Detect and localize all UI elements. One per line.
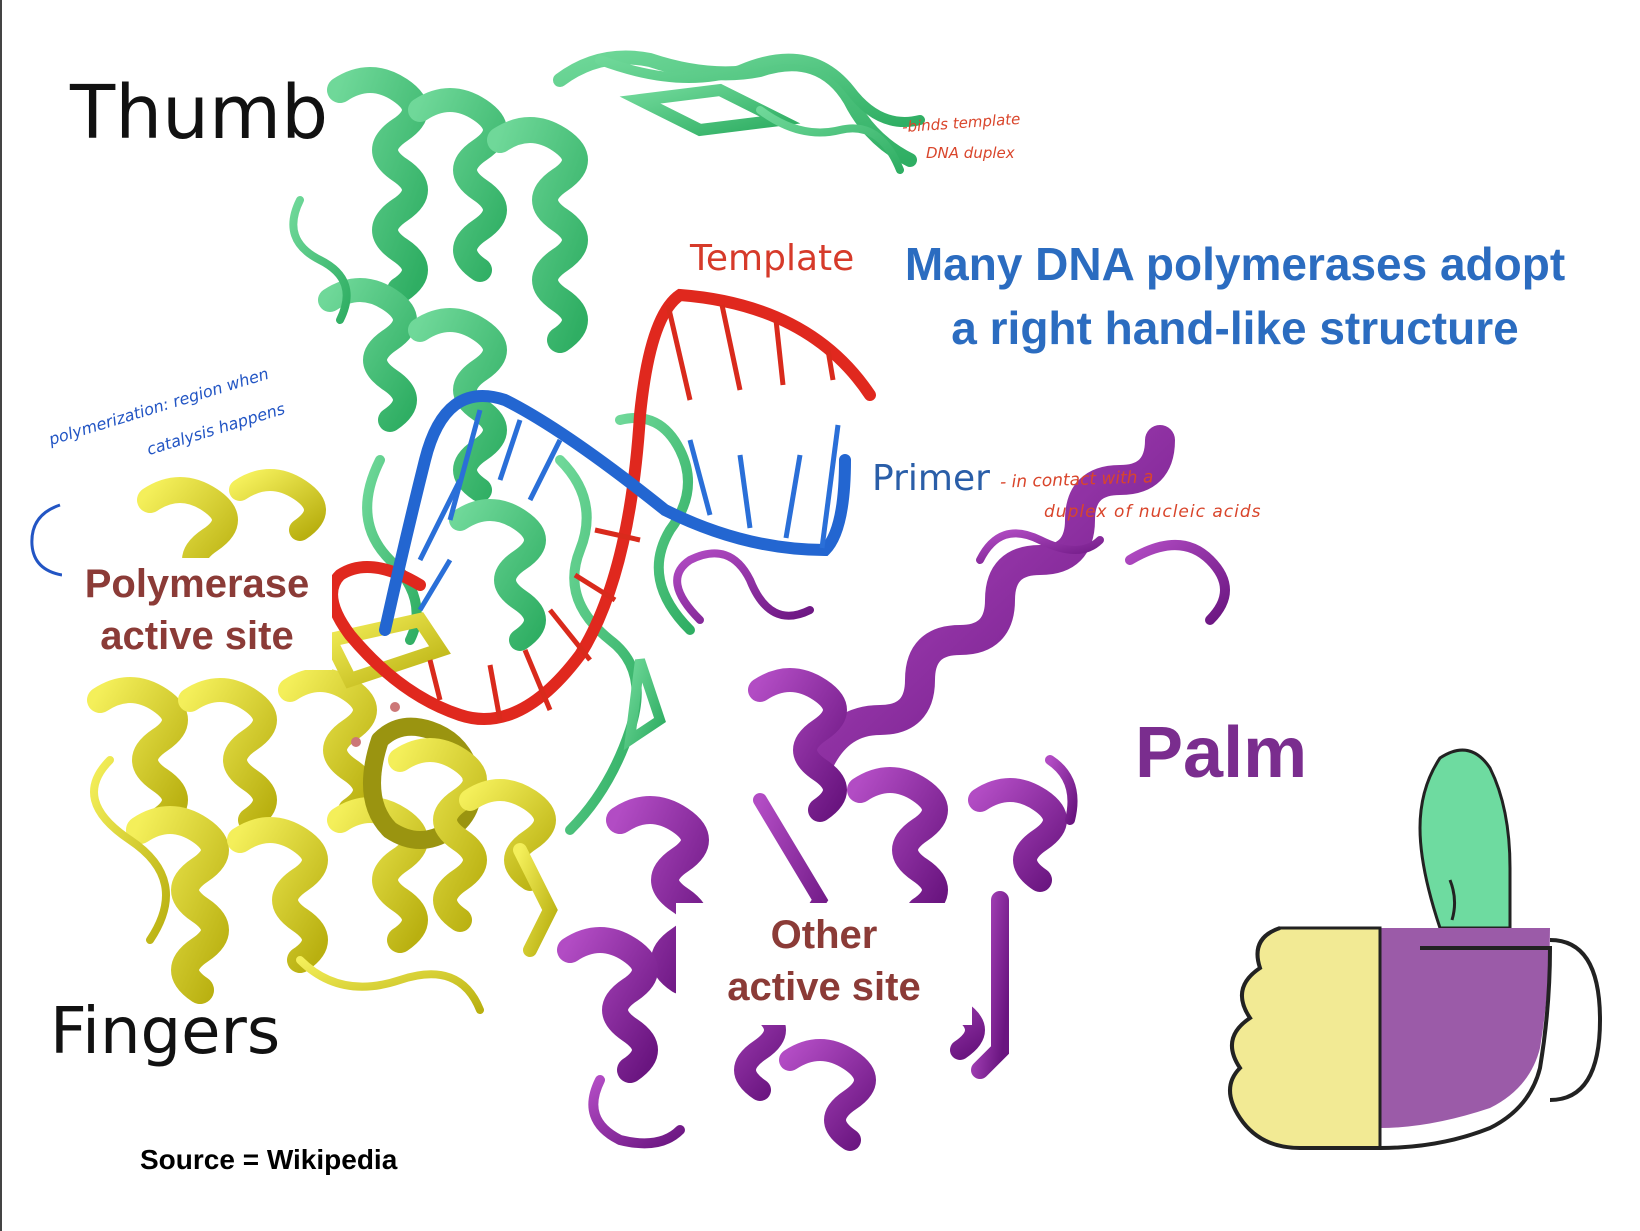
template-label: Template: [690, 238, 855, 279]
palm-label: Palm: [1135, 713, 1308, 793]
primer-label: Primer: [872, 458, 990, 499]
metal-ion-icon: [351, 737, 361, 747]
other-site-line2: active site: [727, 965, 921, 1009]
fingers-label: Fingers: [50, 995, 281, 1069]
hand-cartoon-icon: [1228, 748, 1603, 1150]
headline: Many DNA polymerases adopt a right hand-…: [904, 238, 1566, 354]
bracket-mark: [30, 503, 63, 577]
thumb-domain: [289, 50, 925, 835]
primer-note-line2: duplex of nucleic acids: [1044, 502, 1262, 522]
polymerase-site-line2: active site: [100, 614, 294, 658]
other-active-site-label: Other active site: [676, 903, 972, 1025]
source-credit: Source = Wikipedia: [140, 1144, 398, 1175]
fingers-domain: [87, 469, 558, 1014]
palm-domain: [557, 425, 1230, 1151]
primer-strand: [351, 390, 851, 747]
thumb-note-line2: DNA duplex: [926, 144, 1015, 162]
thumb-label: Thumb: [70, 70, 329, 156]
template-strand: [326, 288, 876, 725]
metal-ion-icon: [390, 702, 400, 712]
other-site-line1: Other: [770, 913, 878, 957]
polymerase-site-line1: Polymerase: [84, 562, 310, 606]
polymerase-active-site-label: Polymerase active site: [62, 558, 332, 670]
